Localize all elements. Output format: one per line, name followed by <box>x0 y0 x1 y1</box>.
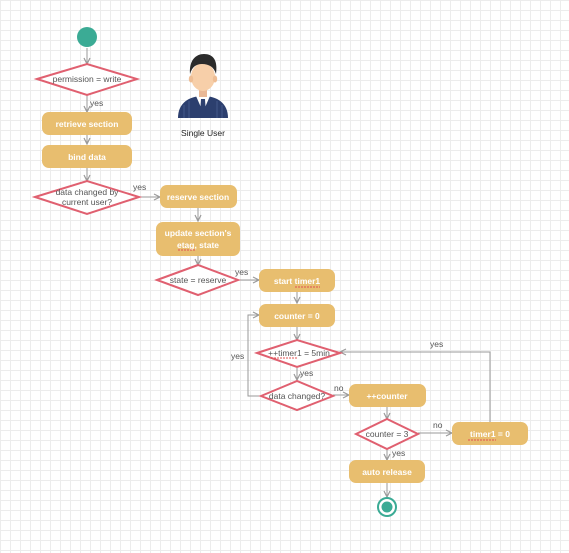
action-start-timer: start timer1 <box>259 269 335 292</box>
action-counter-zero: counter = 0 <box>259 304 335 327</box>
decision-permission-label: permission = write <box>53 74 122 84</box>
end-node <box>377 497 397 517</box>
decision-inc-timer: ++timer1 = 5min <box>253 338 344 369</box>
edge-labels: yes yes yes yes yes yes no no yes <box>90 98 443 458</box>
start-node <box>77 27 97 47</box>
edge-label-counter-no: no <box>433 420 443 430</box>
edge-label-timer-yes-top: yes <box>430 339 443 349</box>
action-auto-release: auto release <box>349 460 425 483</box>
decision-changed-by-user-line2: current user? <box>62 197 112 207</box>
action-bind-data: bind data <box>42 145 132 168</box>
decision-state-reserve-label: state = reserve <box>170 275 227 285</box>
action-timer-zero: timer1 = 0 <box>452 422 528 445</box>
decision-counter3-label: counter = 3 <box>366 429 409 439</box>
action-inc-counter: ++counter <box>349 384 426 407</box>
decision-permission: permission = write <box>33 62 141 97</box>
edge-data-changed-yes-loop <box>247 315 261 397</box>
action-counter-zero-label: counter = 0 <box>274 311 320 321</box>
edges <box>87 48 491 497</box>
action-reserve-section: reserve section <box>160 185 237 208</box>
decision-data-changed: data changed? <box>258 379 336 412</box>
action-update-section-line2: etag, state <box>177 240 219 250</box>
edge-label-state-yes: yes <box>235 267 248 277</box>
action-retrieve-section-label: retrieve section <box>56 119 119 129</box>
action-bind-data-label: bind data <box>68 152 106 162</box>
decision-inc-timer-label: ++timer1 = 5min <box>268 348 330 358</box>
actor-label: Single User <box>181 128 225 138</box>
edge-timer-zero-loop-back <box>340 352 491 422</box>
action-update-section: update section's etag, state <box>156 222 240 256</box>
edge-label-data-changed-no: no <box>334 383 344 393</box>
action-timer-zero-label: timer1 = 0 <box>470 429 510 439</box>
decision-counter3: counter = 3 <box>353 417 421 451</box>
action-retrieve-section: retrieve section <box>42 112 132 135</box>
user-avatar-icon <box>178 54 228 118</box>
action-update-section-line1: update section's <box>165 228 232 238</box>
action-reserve-section-label: reserve section <box>167 192 229 202</box>
edge-label-changed-yes: yes <box>133 182 146 192</box>
edge-label-loop-yes: yes <box>231 351 244 361</box>
action-start-timer-label: start timer1 <box>274 276 321 286</box>
decision-changed-by-user-line1: data changed by <box>56 187 120 197</box>
edge-label-permission-yes: yes <box>90 98 103 108</box>
edge-label-inc-timer-yes: yes <box>300 368 313 378</box>
decision-changed-by-user: data changed by current user? <box>31 179 143 216</box>
action-inc-counter-label: ++counter <box>366 391 408 401</box>
decision-data-changed-label: data changed? <box>269 391 326 401</box>
decision-state-reserve: state = reserve <box>154 263 241 297</box>
action-auto-release-label: auto release <box>362 467 412 477</box>
edge-label-counter-yes: yes <box>392 448 405 458</box>
